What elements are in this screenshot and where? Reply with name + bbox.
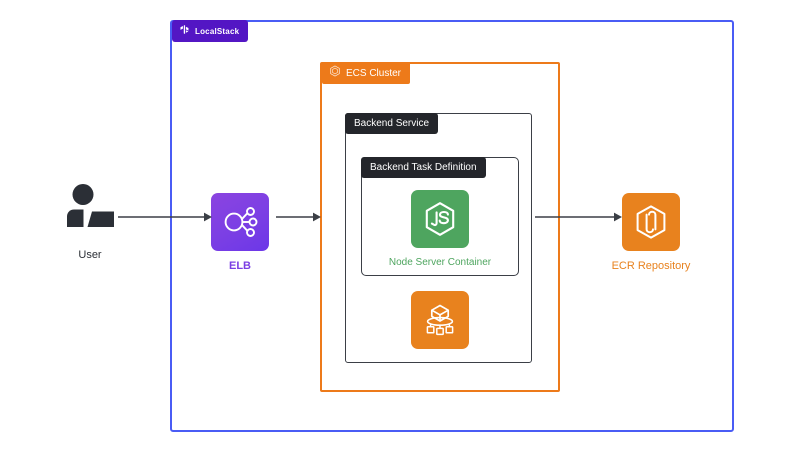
- user-at-laptop-icon: [59, 183, 121, 238]
- badge-backend-task-definition: Backend Task Definition: [361, 157, 486, 178]
- badge-ecs-cluster: ECS Cluster: [322, 62, 411, 84]
- localstack-logo-icon: [179, 22, 190, 40]
- localstack-label: LocalStack: [195, 26, 240, 36]
- elastic-load-balancer-icon: [211, 193, 269, 251]
- boundary-ecs-cluster: [320, 62, 560, 392]
- ecr-repository-icon: [622, 193, 680, 251]
- node-user: User: [45, 183, 135, 261]
- arrow-user-to-elb: [118, 212, 213, 222]
- backend-service-label: Backend Service: [354, 118, 430, 129]
- arrow-elb-to-ecs-cluster: [276, 212, 322, 222]
- backend-task-definition-label: Backend Task Definition: [370, 162, 477, 173]
- ecr-repository-label: ECR Repository: [611, 260, 691, 272]
- aws-ecs-icon: [411, 291, 469, 349]
- badge-backend-service: Backend Service: [345, 113, 439, 134]
- badge-localstack: LocalStack: [172, 20, 249, 42]
- node-server-container-label: Node Server Container: [388, 257, 492, 268]
- elb-label: ELB: [229, 260, 251, 272]
- node-ecr-repository[interactable]: ECR Repository: [612, 193, 690, 272]
- nodejs-icon: [411, 190, 469, 248]
- ecs-cluster-icon: [329, 64, 341, 82]
- node-node-server-container[interactable]: Node Server Container: [389, 190, 491, 268]
- ecs-cluster-label: ECS Cluster: [346, 67, 402, 79]
- user-label: User: [78, 249, 102, 261]
- node-ecs-service-task[interactable]: [411, 291, 469, 349]
- arrow-service-to-ecr: [535, 212, 623, 222]
- node-elb[interactable]: ELB: [211, 193, 269, 272]
